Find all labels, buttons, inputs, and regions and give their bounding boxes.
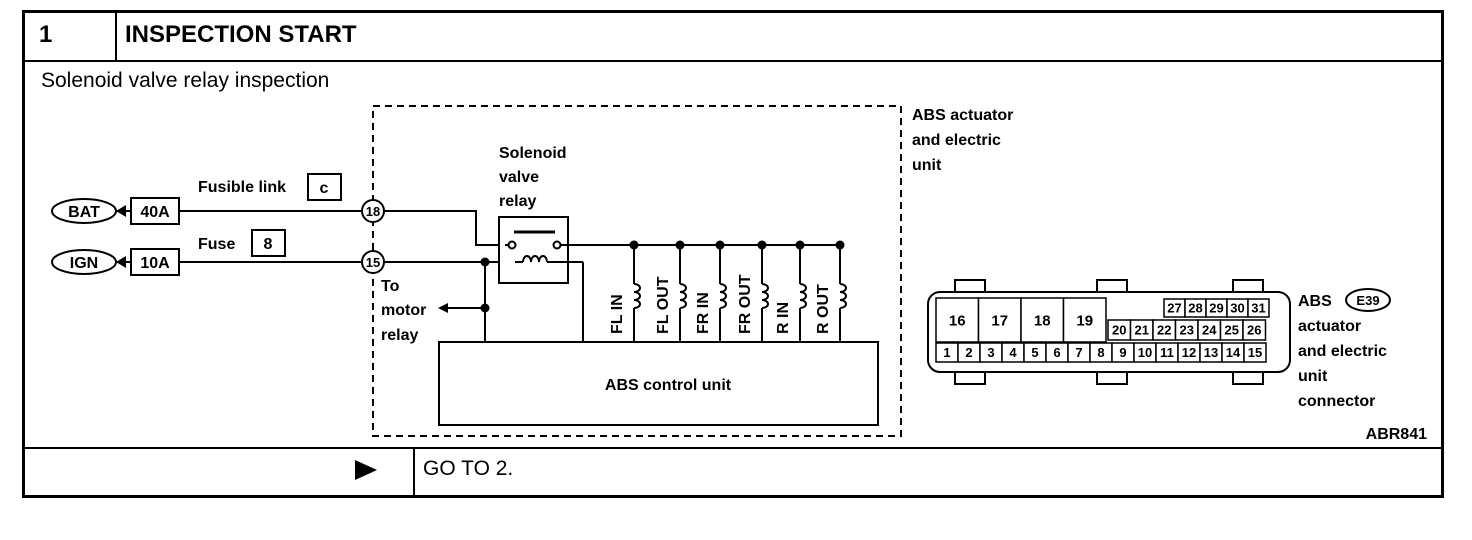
ign-label: IGN	[70, 255, 98, 272]
ign-fuse-rating: 10A	[140, 255, 170, 272]
solenoid-label: FR IN	[695, 292, 712, 334]
connector-pin: 14	[1226, 345, 1241, 360]
connector-pin: 1	[943, 345, 950, 360]
fuse-id: 8	[264, 236, 273, 253]
motor-relay-label-2: motor	[381, 302, 426, 319]
connector-label-1: actuator	[1298, 318, 1361, 335]
connector-pin: 11	[1160, 345, 1174, 360]
connector-pin: 23	[1180, 323, 1194, 338]
connector-pin: 3	[987, 345, 994, 360]
connector-pin: 2	[965, 345, 972, 360]
connector-name: ABS	[1298, 293, 1332, 310]
terminal-18-label: 18	[366, 204, 380, 219]
connector-pin: 21	[1135, 323, 1149, 338]
connector-pin: 27	[1167, 301, 1181, 316]
connector-pin: 10	[1138, 345, 1152, 360]
fusible-link-label: Fusible link	[198, 179, 286, 196]
inspection-subtitle: Solenoid valve relay inspection	[41, 69, 330, 92]
actuator-label-2: and electric	[912, 132, 1001, 149]
connector-pin: 13	[1204, 345, 1218, 360]
figure-reference: ABR841	[1365, 426, 1427, 443]
connector-pin: 19	[1076, 312, 1093, 329]
terminal-15-label: 15	[366, 255, 380, 270]
abs-control-unit	[438, 341, 879, 426]
connector-pin: 22	[1157, 323, 1171, 338]
connector-pin: 30	[1230, 301, 1244, 316]
fuse-id-box	[251, 229, 286, 257]
connector-pin: 8	[1097, 345, 1104, 360]
connector-pin: 31	[1251, 301, 1265, 316]
connector-pin: 4	[1009, 345, 1017, 360]
relay-label-2: valve	[499, 169, 539, 186]
connector-pin: 28	[1188, 301, 1202, 316]
solenoid-label: FL OUT	[655, 276, 672, 334]
connector-id-badge	[1345, 288, 1391, 312]
next-step-link[interactable]: GO TO 2.	[423, 457, 514, 480]
relay-label-1: Solenoid	[499, 145, 567, 162]
step-number: 1	[39, 21, 53, 48]
connector-pin: 15	[1248, 345, 1262, 360]
solenoid-valve-relay	[498, 216, 569, 284]
bat-fuse-rating: 40A	[140, 204, 170, 221]
solenoid-coils: FL IN FL OUT FR IN FR OUT R IN R OUT	[609, 240, 847, 342]
inspection-panel: 1 INSPECTION START Solenoid valve relay …	[22, 10, 1444, 498]
connector-pin: 16	[949, 312, 966, 329]
header-divider	[115, 13, 117, 60]
connector-pin: 12	[1182, 345, 1196, 360]
connector-pin: 6	[1053, 345, 1060, 360]
motor-relay-label-1: To	[381, 278, 400, 295]
connector-pin: 20	[1112, 323, 1126, 338]
connector-pin: 7	[1075, 345, 1082, 360]
relay-label-3: relay	[499, 193, 536, 210]
connector-label-3: unit	[1298, 368, 1328, 385]
connector-pin: 18	[1034, 312, 1051, 329]
connector-pin: 25	[1225, 323, 1239, 338]
connector-pin: 29	[1209, 301, 1223, 316]
fusible-link-id-box	[307, 173, 342, 201]
black-right-triangle-icon	[355, 460, 377, 480]
fusible-link-id: c	[320, 180, 329, 197]
actuator-label-3: unit	[912, 157, 942, 174]
ign-fuse-box	[130, 248, 180, 276]
connector-pin: 5	[1031, 345, 1038, 360]
solenoid-label: R IN	[775, 302, 792, 334]
actuator-label-1: ABS actuator	[912, 107, 1013, 124]
header-row: 1 INSPECTION START	[25, 13, 1441, 62]
connector-label-4: connector	[1298, 393, 1375, 410]
connector-pin: 24	[1202, 323, 1217, 338]
connector-label-2: and electric	[1298, 343, 1387, 360]
connector-id: E39	[1356, 293, 1379, 308]
solenoid-label: R OUT	[815, 284, 832, 334]
abs-control-unit-label: ABS control unit	[605, 377, 732, 394]
step-title: INSPECTION START	[125, 21, 357, 48]
footer-row: GO TO 2.	[25, 447, 1441, 495]
footer-divider	[413, 449, 415, 495]
connector-pin: 9	[1119, 345, 1126, 360]
solenoid-label: FL IN	[609, 294, 626, 334]
bat-label: BAT	[68, 204, 100, 221]
fuse-label: Fuse	[198, 236, 235, 253]
connector-pin: 26	[1247, 323, 1261, 338]
motor-relay-label-3: relay	[381, 327, 418, 344]
solenoid-label: FR OUT	[737, 274, 754, 334]
connector-pin: 17	[991, 312, 1008, 329]
